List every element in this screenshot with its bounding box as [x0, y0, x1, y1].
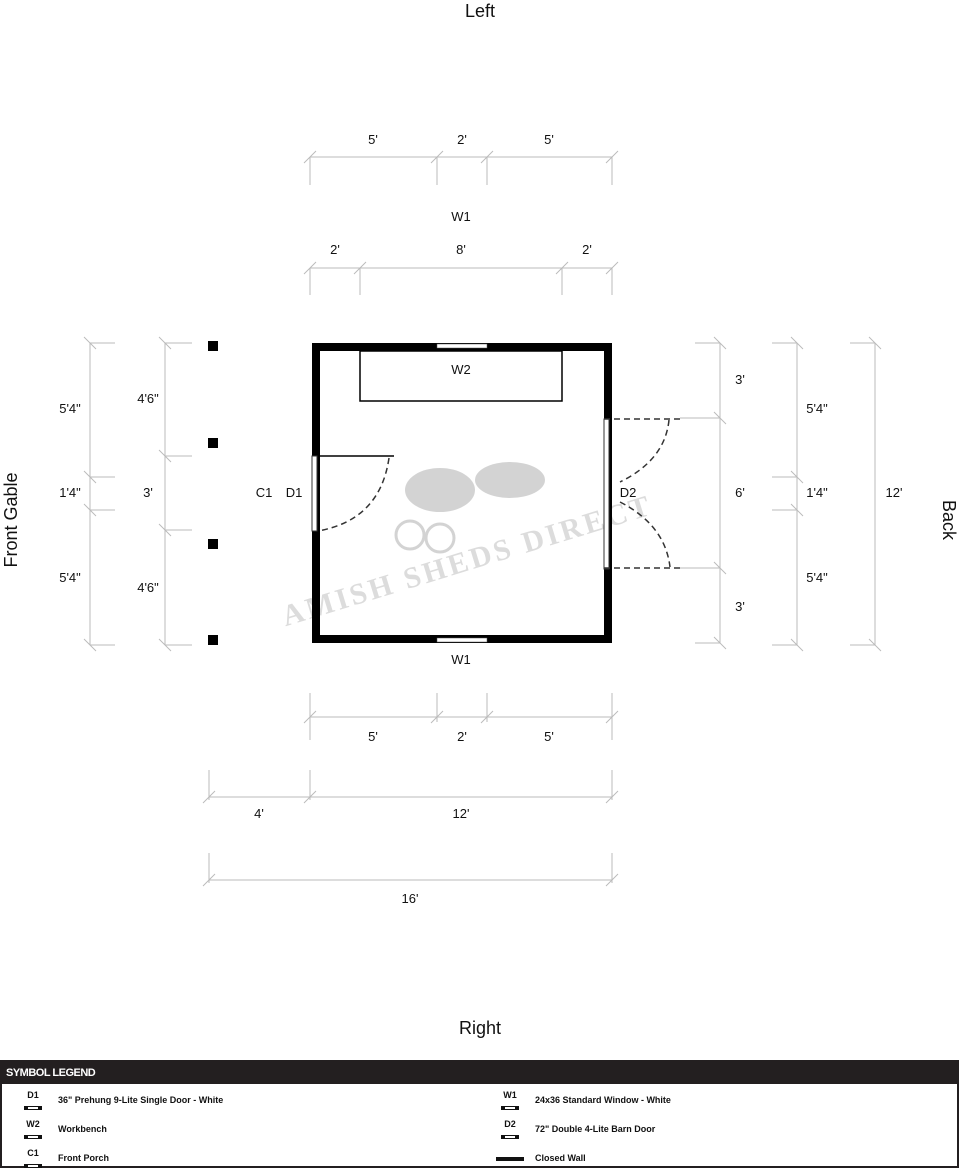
symbol-legend: SYMBOL LEGEND D1 36" Prehung 9-Lite Sing… — [0, 1060, 959, 1174]
door-symbol-icon: D1 — [22, 1090, 44, 1110]
bottom-dimension-row2 — [202, 770, 619, 804]
dim-label: 5' — [368, 729, 378, 744]
closed-wall-symbol-icon — [496, 1148, 524, 1168]
legend-item-closed-wall: Closed Wall — [496, 1148, 586, 1168]
dim-label: 5' — [368, 132, 378, 147]
bottom-dimension-row1 — [303, 693, 619, 740]
porch-symbol-icon: C1 — [22, 1148, 44, 1168]
legend-item-w2: W2 Workbench — [22, 1119, 107, 1139]
dim-label: 12' — [453, 806, 470, 821]
legend-item-d1: D1 36" Prehung 9-Lite Single Door - Whit… — [22, 1090, 223, 1110]
door-d2-swing — [619, 419, 671, 568]
dim-label: 6' — [735, 485, 745, 500]
door-d2-leaves — [604, 418, 680, 569]
workbench-label: W2 — [451, 362, 471, 377]
door-label-d1: D1 — [286, 485, 303, 500]
floor-plan: Left Right Front Gable Back 5' 2' 5' W1 … — [1, 1, 959, 1038]
right-dimension-middle — [772, 336, 804, 652]
porch-posts — [208, 341, 218, 645]
side-label-back: Back — [939, 500, 959, 541]
dim-label: 2' — [330, 242, 340, 257]
dim-label: 3' — [143, 485, 153, 500]
dim-label: 5'4" — [806, 570, 828, 585]
window-w1-bottom[interactable] — [436, 637, 488, 643]
dim-label: 2' — [582, 242, 592, 257]
dim-label: 12' — [886, 485, 903, 500]
legend-title: SYMBOL LEGEND — [0, 1060, 959, 1082]
dim-label: 5'4" — [806, 401, 828, 416]
legend-item-c1: C1 Front Porch — [22, 1148, 109, 1168]
right-dimension-inner — [680, 336, 727, 650]
right-dimension-outer — [850, 336, 882, 652]
bottom-dimension-row3 — [202, 853, 619, 887]
left-dimension-outer — [83, 336, 115, 652]
side-label-right: Right — [459, 1018, 501, 1038]
top-dimension-row2 — [303, 261, 619, 295]
watermark: AMISH SHEDS DIRECT — [278, 462, 657, 633]
dim-label: 4'6" — [137, 580, 159, 595]
legend-label: Workbench — [58, 1124, 107, 1134]
porch-label: C1 — [256, 485, 273, 500]
legend-label: 36" Prehung 9-Lite Single Door - White — [58, 1095, 224, 1105]
dim-label: 2' — [457, 132, 467, 147]
door-d1[interactable] — [311, 455, 318, 532]
left-dimension-inner — [158, 336, 192, 652]
dim-label: 3' — [735, 372, 745, 387]
dim-label: 1'4" — [59, 485, 81, 500]
dim-label: 1'4" — [806, 485, 828, 500]
legend-item-w1: W1 24x36 Standard Window - White — [499, 1090, 671, 1110]
legend-label: 24x36 Standard Window - White — [535, 1095, 671, 1105]
side-label-left: Left — [465, 1, 495, 21]
barn-door-symbol-icon: D2 — [499, 1119, 521, 1139]
dim-label: 5' — [544, 729, 554, 744]
window-w1-top[interactable] — [436, 343, 488, 349]
dim-label: 8' — [456, 242, 466, 257]
window-symbol-icon: W1 — [499, 1090, 521, 1110]
door-d2[interactable] — [603, 418, 610, 570]
door-label-d2: D2 — [620, 485, 637, 500]
dim-label: 2' — [457, 729, 467, 744]
workbench-symbol-icon: W2 — [22, 1119, 44, 1139]
dim-label: 4'6" — [137, 391, 159, 406]
side-label-front: Front Gable — [1, 472, 21, 567]
dim-label: 3' — [735, 599, 745, 614]
svg-text:AMISH SHEDS DIRECT: AMISH SHEDS DIRECT — [278, 489, 657, 633]
dim-label: 4' — [254, 806, 264, 821]
legend-label: 72" Double 4-Lite Barn Door — [535, 1124, 656, 1134]
door-d1-swing — [317, 457, 390, 532]
legend-label: Closed Wall — [535, 1153, 586, 1163]
legend-item-d2: D2 72" Double 4-Lite Barn Door — [499, 1119, 655, 1139]
dim-label: 16' — [402, 891, 419, 906]
dim-label: 5' — [544, 132, 554, 147]
window-label-bottom: W1 — [451, 652, 471, 667]
window-label-top: W1 — [451, 209, 471, 224]
legend-label: Front Porch — [58, 1153, 109, 1163]
top-dimension-row1 — [303, 150, 619, 185]
workbench-w2[interactable] — [359, 350, 563, 402]
dim-label: 5'4" — [59, 570, 81, 585]
dim-label: 5'4" — [59, 401, 81, 416]
